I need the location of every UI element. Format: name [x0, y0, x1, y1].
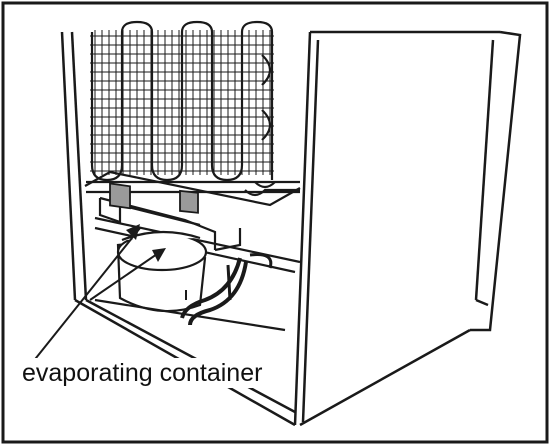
condenser-coil-grid — [90, 20, 274, 182]
evaporating-container-label: evaporating container — [18, 358, 267, 388]
right-bracket-clip — [179, 189, 199, 214]
fridge-side-panel — [293, 30, 522, 427]
callout-pointer — [27, 224, 166, 369]
left-bracket-clip — [109, 182, 131, 210]
evaporating-container — [116, 230, 208, 313]
drain-tubes — [180, 253, 273, 326]
floor-edge — [94, 298, 286, 332]
